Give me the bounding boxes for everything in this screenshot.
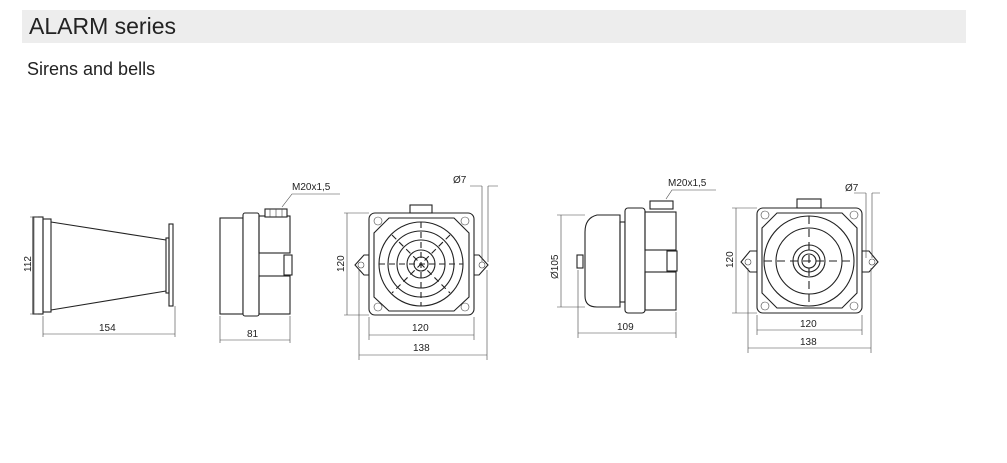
siren-hole-label: Ø7 xyxy=(453,175,467,186)
dim-siren-depth: 81 xyxy=(247,329,259,340)
dim-siren-front-height: 120 xyxy=(336,255,347,272)
dim-bell-front-height: 120 xyxy=(725,251,736,268)
bell-hole-label: Ø7 xyxy=(845,183,859,194)
section-subtitle: Sirens and bells xyxy=(27,59,156,79)
siren-side-view: M20x1,5 81 xyxy=(219,182,340,343)
bell-gland-label: M20x1,5 xyxy=(668,178,707,189)
dim-horn-height: 112 xyxy=(23,256,34,272)
siren-gland-label: M20x1,5 xyxy=(292,182,331,193)
siren-front-view: 120 120 138 Ø7 xyxy=(336,175,498,360)
dim-bell-overall-width: 138 xyxy=(800,337,817,348)
dim-siren-front-width: 120 xyxy=(412,323,429,334)
bell-front-view: 120 120 138 Ø7 xyxy=(725,183,880,353)
dim-bell-front-width: 120 xyxy=(800,319,817,330)
section-header: ALARM series xyxy=(22,10,966,43)
bell-side-view: M20x1,5 Ø105 109 xyxy=(550,178,716,338)
dim-bell-diameter: Ø105 xyxy=(550,254,561,279)
dim-horn-length: 154 xyxy=(99,323,116,334)
siren-horn-view: 112 154 xyxy=(23,216,176,337)
page-title: ALARM series xyxy=(29,13,176,39)
dim-siren-overall-width: 138 xyxy=(413,343,430,354)
dim-bell-depth: 109 xyxy=(617,322,634,333)
